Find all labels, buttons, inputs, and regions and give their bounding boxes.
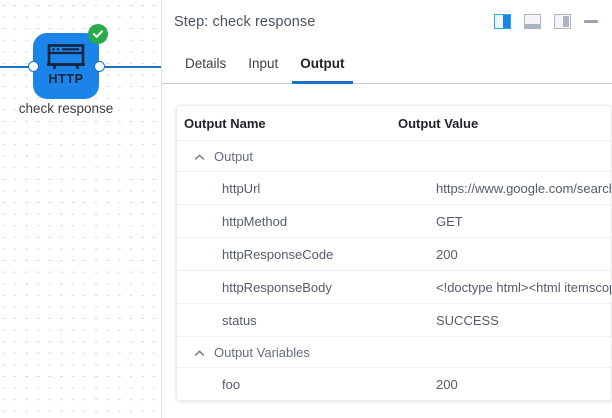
step-details-panel: Step: check response Details Input Outpu…: [162, 0, 612, 418]
row-name: httpResponseCode: [222, 246, 334, 262]
chevron-up-icon: [194, 347, 205, 358]
workflow-node-label: check response: [18, 101, 114, 116]
column-header-output-value: Output Value: [398, 115, 479, 131]
column-header-output-name: Output Name: [184, 115, 266, 131]
workflow-canvas[interactable]: HTTP check response: [0, 0, 162, 418]
table-header-row: Output Name Output Value: [177, 106, 611, 140]
table-group-row-output[interactable]: Output: [177, 140, 611, 171]
table-row[interactable]: httpResponseCode 200: [177, 237, 611, 270]
layout-split-right-button[interactable]: [494, 14, 511, 29]
row-value: SUCCESS: [436, 312, 499, 328]
row-value: 200: [436, 376, 458, 392]
node-output-port[interactable]: [94, 61, 105, 72]
table-row[interactable]: httpResponseBody <!doctype html><html it…: [177, 270, 611, 303]
row-name: httpUrl: [222, 180, 261, 196]
row-name: foo: [222, 376, 241, 392]
row-name: httpMethod: [222, 213, 288, 229]
layout-side-panel-button[interactable]: [554, 14, 571, 29]
svg-text:HTTP: HTTP: [48, 72, 83, 86]
http-node-icon: HTTP: [43, 42, 89, 91]
row-name: httpResponseBody: [222, 279, 332, 295]
panel-header: Step: check response: [162, 0, 612, 43]
layout-bottom-panel-button[interactable]: [524, 14, 541, 29]
table-group-row-output-variables[interactable]: Output Variables: [177, 336, 611, 367]
row-name: status: [222, 312, 257, 328]
chevron-up-icon: [194, 151, 205, 162]
tab-output[interactable]: Output: [289, 43, 355, 84]
panel-title: Step: check response: [174, 13, 316, 30]
minimize-icon[interactable]: [584, 20, 598, 23]
table-row[interactable]: foo 200: [177, 367, 611, 400]
group-label-text: Output Variables: [214, 344, 310, 360]
node-input-port[interactable]: [28, 61, 39, 72]
tab-details[interactable]: Details: [185, 55, 227, 71]
table-row[interactable]: httpMethod GET: [177, 204, 611, 237]
success-check-icon: [88, 24, 108, 44]
tab-input[interactable]: Input: [248, 55, 279, 71]
row-value: GET: [436, 213, 463, 229]
workflow-node-check-response[interactable]: HTTP: [33, 24, 108, 99]
panel-body: Output Name Output Value Output: [162, 84, 612, 418]
group-label-text: Output: [214, 148, 254, 164]
table-row[interactable]: status SUCCESS: [177, 303, 611, 336]
panel-tabs: Details Input Output: [162, 43, 612, 84]
output-table: Output Name Output Value Output: [176, 105, 612, 401]
panel-header-actions: [494, 14, 598, 29]
row-value: 200: [436, 246, 458, 262]
row-value: <!doctype html><html itemscope=": [436, 279, 611, 295]
